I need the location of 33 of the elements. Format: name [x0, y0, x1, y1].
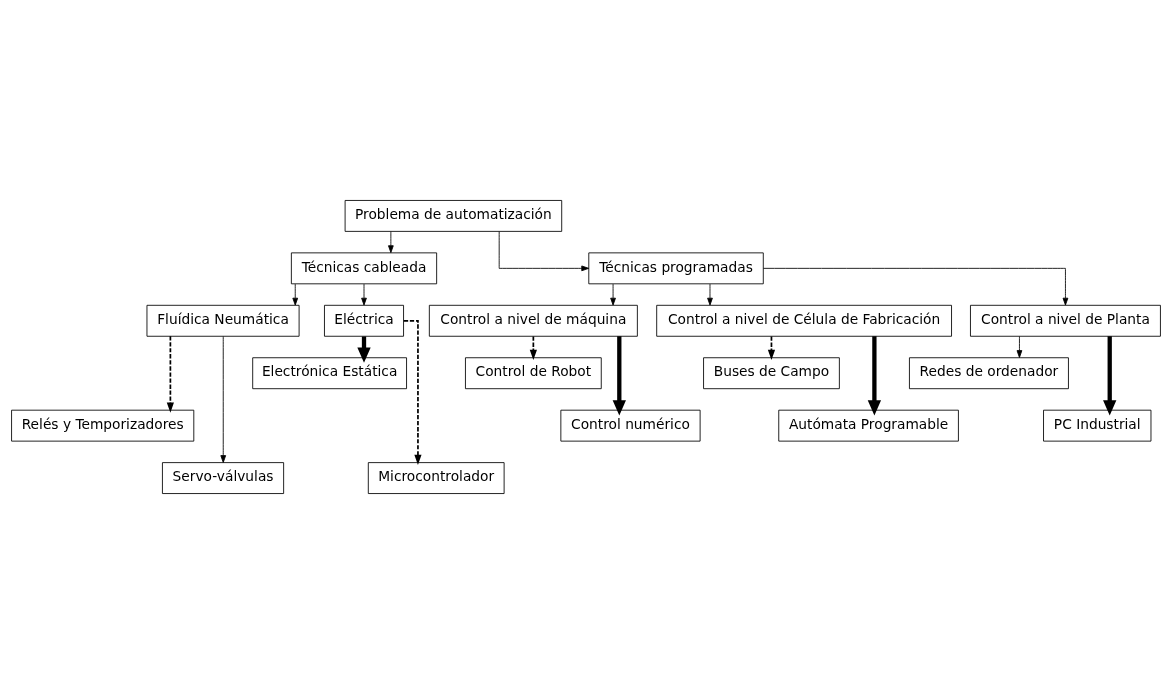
arrow [767, 335, 776, 360]
arrow [292, 283, 299, 305]
arrow [763, 267, 1069, 305]
node-box: PC Industrial [1043, 409, 1152, 442]
node-box: Control a nivel de máquina [428, 304, 638, 337]
node-box: Técnicas cableada [290, 251, 438, 284]
node-box: Problema de automatización [344, 199, 563, 232]
node-box: Microcontrolador [367, 461, 505, 494]
arrow [707, 283, 713, 305]
node-box: Control a nivel de Célula de Fabricación [656, 304, 952, 337]
arrow [1016, 335, 1023, 358]
node-box: Control a nivel de Planta [970, 304, 1161, 337]
node-box: Electrónica Estática [252, 356, 407, 389]
arrow [529, 335, 537, 360]
arrow [610, 283, 616, 305]
node-box: Eléctrica [324, 304, 404, 337]
arrow [1103, 335, 1117, 415]
node-box: Control de Robot [465, 356, 602, 389]
arrow [361, 283, 367, 305]
arrow [867, 335, 882, 415]
node-box: Fluídica Neumática [146, 304, 300, 337]
node-box: Autómata Programable [778, 409, 959, 442]
arrow [166, 334, 174, 413]
node-box: Relés y Temporizadores [11, 409, 195, 442]
node-box: Técnicas programadas [588, 251, 764, 284]
arrow [498, 230, 590, 271]
node-box: Redes de ordenador [909, 356, 1069, 389]
node-box: Servo-válvulas [162, 461, 285, 494]
node-box: Control numérico [560, 409, 701, 442]
arrow [220, 335, 227, 463]
node-box: Buses de Campo [703, 356, 840, 389]
arrow [612, 335, 626, 415]
arrow [388, 230, 394, 253]
